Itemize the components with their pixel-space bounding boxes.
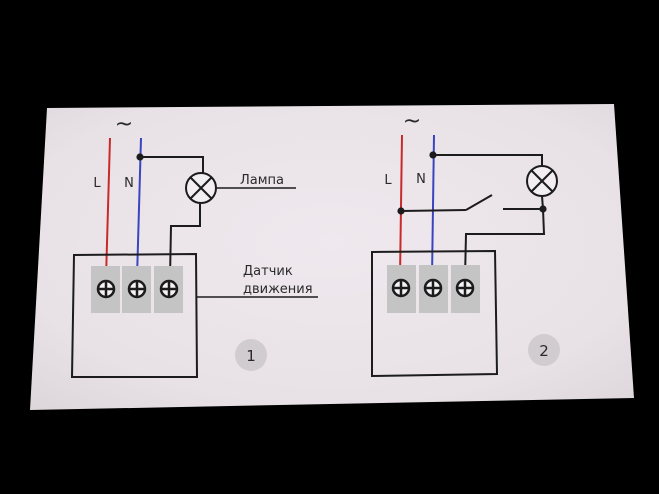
terminal-screw-icon [96,279,116,299]
terminal-screw-icon [159,279,179,299]
bypass-switch-icon [400,194,543,212]
line-wire [399,134,403,279]
neutral-wire [431,134,435,279]
sensor-label-line1: Датчик [243,264,293,279]
diagram-panel [30,104,634,410]
diagram-2: ~ L N [371,109,560,378]
lamp-icon [185,172,217,204]
motion-sensor-box [371,249,499,378]
diagram-number-badge [528,334,560,366]
terminal-screw-icon [391,278,411,298]
wire [169,203,201,279]
diagram-number: 1 [246,347,256,365]
ac-symbol: ~ [115,112,133,137]
diagram-number-badge [235,339,267,371]
line-label: L [93,176,101,191]
wire [464,208,546,279]
wire [433,154,543,166]
neutral-label: N [416,172,426,187]
wire [140,156,204,173]
diagram-number: 2 [539,342,549,360]
line-label: L [384,173,392,188]
motion-sensor-box [70,252,199,378]
ac-symbol: ~ [403,109,421,134]
sensor-label-line2: движения [243,282,313,297]
lamp-label: Лампа [240,173,284,188]
terminal-screw-icon [127,279,147,299]
diagram-1: ~ L N Лампа [70,112,318,378]
neutral-label: N [124,176,134,191]
terminal-screw-icon [423,278,443,298]
lamp-icon [526,165,558,197]
terminal-screw-icon [455,278,475,298]
